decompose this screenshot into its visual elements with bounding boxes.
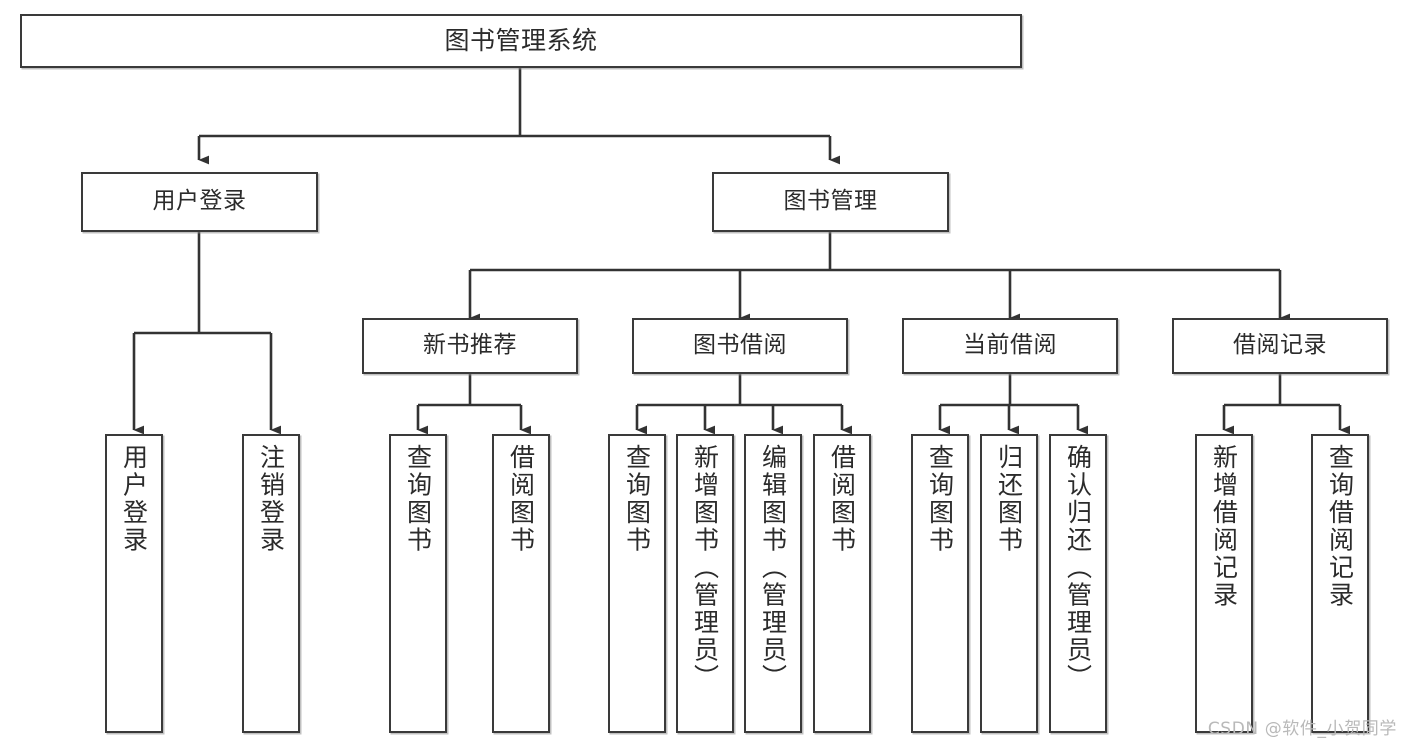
node-leaf-borrow-book-2-label: 借阅图书: [827, 444, 857, 554]
node-borrow-record-label: 借阅记录: [1233, 332, 1327, 359]
node-root-label: 图书管理系统: [444, 26, 598, 56]
node-user-login[interactable]: 用户登录: [81, 172, 318, 232]
node-leaf-add-book[interactable]: 新增图书（管理员）: [676, 434, 734, 733]
node-leaf-return-book-label: 归还图书: [994, 444, 1024, 554]
node-book-management-label: 图书管理: [783, 188, 878, 215]
node-leaf-query-record[interactable]: 查询借阅记录: [1311, 434, 1369, 733]
node-leaf-add-book-label: 新增图书（管理员）: [690, 444, 720, 692]
node-leaf-logout-login[interactable]: 注销登录: [242, 434, 300, 733]
node-leaf-confirm-return[interactable]: 确认归还（管理员）: [1049, 434, 1107, 733]
node-leaf-add-record[interactable]: 新增借阅记录: [1195, 434, 1253, 733]
csdn-watermark: CSDN @软件_小贺同学: [1207, 719, 1397, 739]
node-leaf-logout-login-label: 注销登录: [256, 444, 286, 554]
node-leaf-borrow-book-1[interactable]: 借阅图书: [492, 434, 550, 733]
node-root[interactable]: 图书管理系统: [20, 14, 1022, 68]
node-leaf-confirm-return-label: 确认归还（管理员）: [1063, 444, 1093, 692]
node-leaf-query-book-3-label: 查询图书: [925, 444, 955, 554]
node-borrow-record[interactable]: 借阅记录: [1172, 318, 1388, 374]
node-leaf-query-record-label: 查询借阅记录: [1325, 444, 1355, 609]
node-leaf-user-login-label: 用户登录: [119, 444, 149, 554]
node-leaf-query-book-2-label: 查询图书: [622, 444, 652, 554]
node-current-borrow[interactable]: 当前借阅: [902, 318, 1118, 374]
node-user-login-label: 用户登录: [152, 188, 247, 215]
node-book-management[interactable]: 图书管理: [712, 172, 949, 232]
node-book-borrow-label: 图书借阅: [693, 332, 787, 359]
node-leaf-return-book[interactable]: 归还图书: [980, 434, 1038, 733]
node-leaf-add-record-label: 新增借阅记录: [1209, 444, 1239, 609]
node-leaf-user-login[interactable]: 用户登录: [105, 434, 163, 733]
node-leaf-borrow-book-2[interactable]: 借阅图书: [813, 434, 871, 733]
node-leaf-query-book-3[interactable]: 查询图书: [911, 434, 969, 733]
node-new-book-recommend-label: 新书推荐: [423, 332, 517, 359]
node-current-borrow-label: 当前借阅: [963, 332, 1057, 359]
node-leaf-edit-book[interactable]: 编辑图书（管理员）: [744, 434, 802, 733]
node-leaf-query-book-2[interactable]: 查询图书: [608, 434, 666, 733]
node-leaf-query-book-1[interactable]: 查询图书: [389, 434, 447, 733]
node-leaf-query-book-1-label: 查询图书: [403, 444, 433, 554]
node-leaf-borrow-book-1-label: 借阅图书: [506, 444, 536, 554]
node-leaf-edit-book-label: 编辑图书（管理员）: [758, 444, 788, 692]
node-book-borrow[interactable]: 图书借阅: [632, 318, 848, 374]
node-new-book-recommend[interactable]: 新书推荐: [362, 318, 578, 374]
